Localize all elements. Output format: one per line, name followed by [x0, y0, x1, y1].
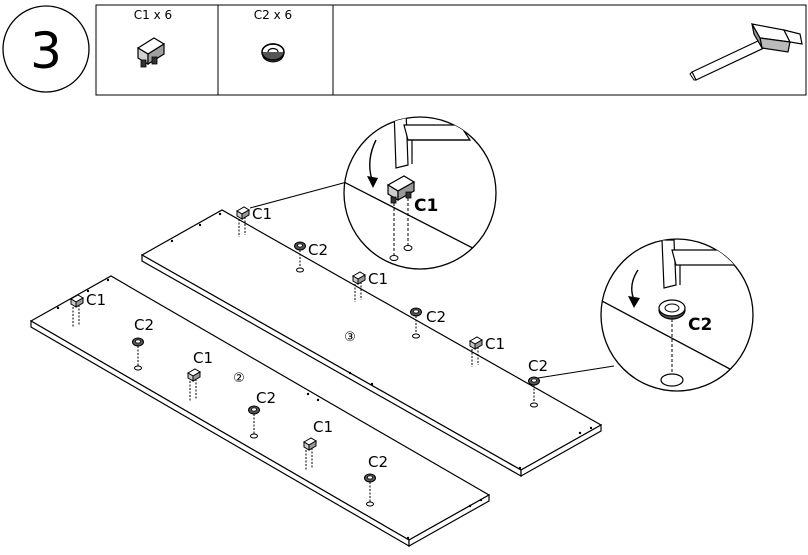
- c1-marker: C1: [187, 349, 213, 401]
- panel-3: ③: [140, 209, 603, 478]
- c2-label: C2: [134, 316, 154, 334]
- c2-label: C2: [256, 389, 276, 407]
- c2-label: C2: [368, 453, 388, 471]
- step-badge: 3: [2, 5, 90, 93]
- zoom-callout-c2: C2: [600, 238, 754, 392]
- panel-2-number: ②: [233, 371, 245, 386]
- panel-2: ②: [29, 275, 491, 548]
- c2-marker: C2: [132, 316, 154, 371]
- c1-label: C1: [313, 418, 333, 436]
- c1-marker: C1: [70, 291, 106, 327]
- part-c2-header: C2 x 6: [254, 8, 292, 22]
- panel-3-number: ③: [344, 330, 356, 345]
- c1-marker: C1: [303, 418, 333, 470]
- zoom-c2-label: C2: [688, 315, 712, 335]
- zoom-c1-label: C1: [414, 196, 438, 216]
- panel-hole-dots: [56, 212, 593, 540]
- callout-leader-c2: [537, 365, 615, 379]
- c2-label: C2: [426, 308, 446, 326]
- c2-marker: C2: [364, 453, 388, 507]
- c1-label: C1: [252, 205, 272, 223]
- c1-marker: C1: [236, 205, 272, 237]
- parts-table: C1 x 6 C2 x 6: [95, 4, 807, 96]
- part-c1-header: C1 x 6: [134, 8, 172, 22]
- c2-marker: C2: [248, 389, 276, 439]
- c1-marker: C1: [352, 270, 388, 302]
- callout-leader-c1: [249, 181, 348, 209]
- c1-label: C1: [193, 349, 213, 367]
- c2-label: C2: [528, 357, 548, 375]
- cam-connector-icon: [136, 37, 166, 68]
- c1-label: C1: [86, 291, 106, 309]
- c2-marker: C2: [410, 307, 446, 339]
- c2-marker: C2: [528, 357, 548, 408]
- c1-label: C1: [485, 335, 505, 353]
- c1-marker: C1: [469, 335, 505, 367]
- step-number: 3: [30, 22, 62, 80]
- zoom-callout-c1: C1: [343, 116, 497, 270]
- c2-marker: C2: [294, 241, 328, 273]
- hammer-icon: [689, 23, 803, 81]
- c2-label: C2: [308, 241, 328, 259]
- cam-lock-nut-icon: [261, 43, 285, 63]
- c1-label: C1: [368, 270, 388, 288]
